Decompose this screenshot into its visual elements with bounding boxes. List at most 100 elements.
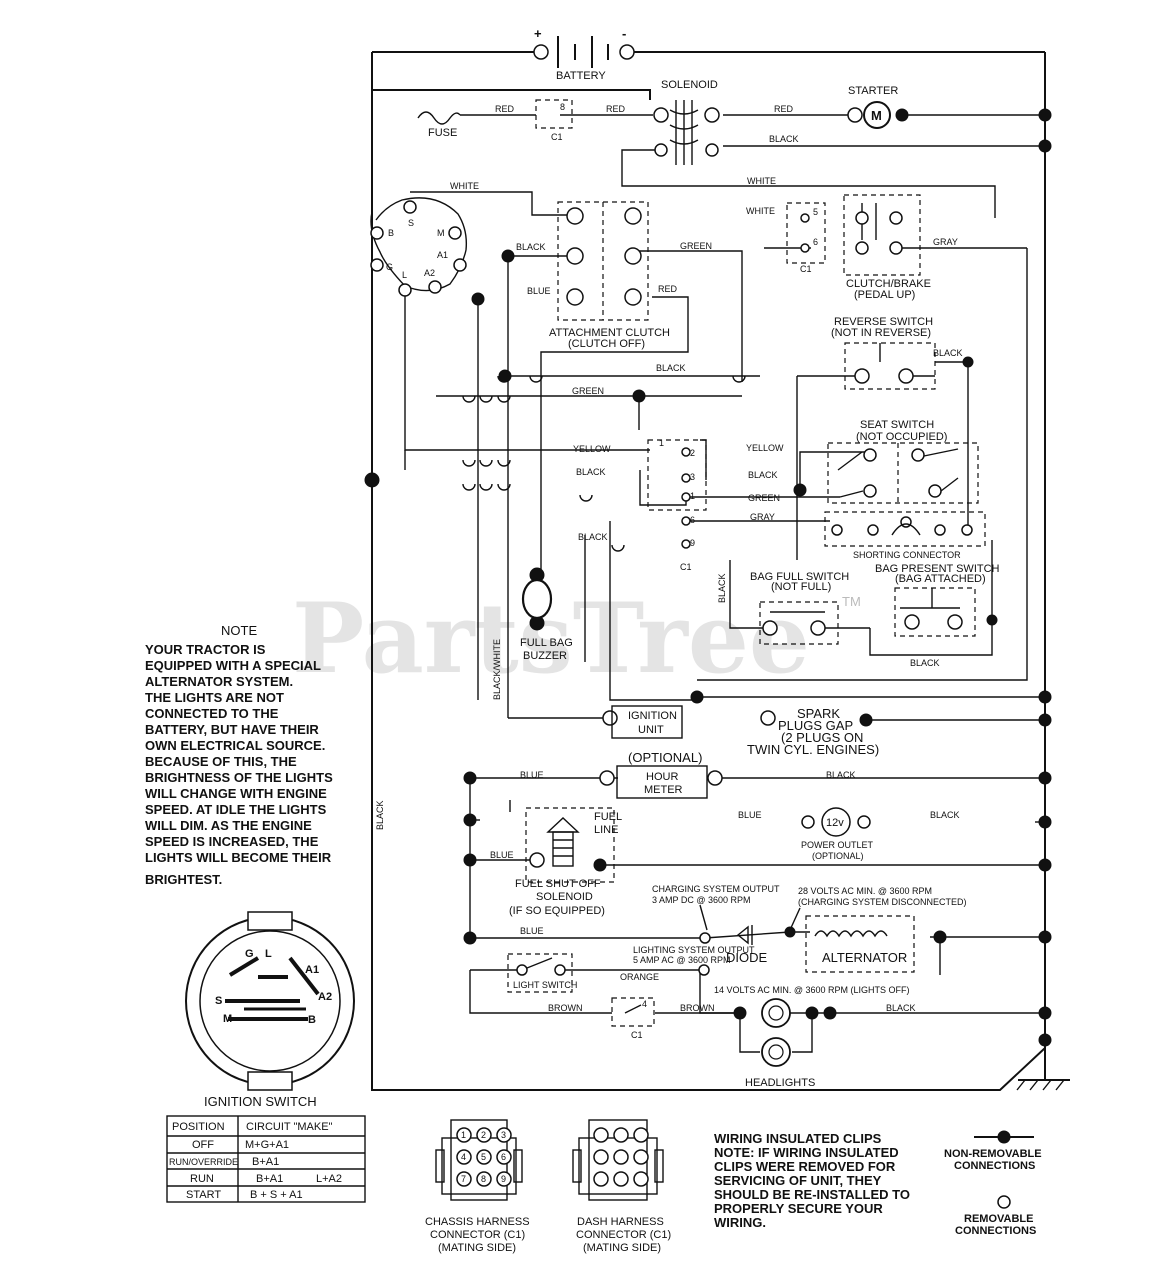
volts-14-label: 14 VOLTS AC MIN. @ 3600 RPM (LIGHTS OFF) bbox=[714, 985, 910, 995]
black-wire-label-4: BLACK bbox=[656, 363, 686, 373]
ign-l-label: L bbox=[402, 270, 407, 280]
clips-note: WIRING INSULATED CLIPS NOTE: IF WIRING I… bbox=[714, 1131, 910, 1230]
junction-nodes bbox=[364, 108, 1052, 1047]
clutch-brake-switch: GRAY CLUTCH/BRAKE (PEDAL UP) bbox=[843, 194, 958, 301]
ign-face-a1: A1 bbox=[305, 964, 319, 976]
pin-6-label: 6 bbox=[813, 237, 818, 247]
chassis-connector-label-1: CHASSIS HARNESS bbox=[425, 1216, 530, 1228]
full-bag-buzzer: FULL BAG BUZZER bbox=[520, 567, 573, 662]
seat-switch: SEAT SWITCH (NOT OCCUPIED) SHORTING CONN… bbox=[824, 419, 986, 560]
ignition-unit-label-1: IGNITION bbox=[628, 710, 677, 722]
charging-system: CHARGING SYSTEM OUTPUT 3 AMP DC @ 3600 R… bbox=[520, 884, 967, 944]
note-line-4: THE LIGHTS ARE NOT bbox=[145, 690, 284, 705]
fuel-line-1: FUEL bbox=[594, 811, 622, 823]
clips-note-line-6: PROPERLY SECURE YOUR bbox=[714, 1201, 883, 1216]
ignition-switch-title: IGNITION SWITCH bbox=[204, 1094, 317, 1109]
note-line-9: BRIGHTNESS OF THE LIGHTS bbox=[145, 770, 333, 785]
reverse-switch-state: (NOT IN REVERSE) bbox=[831, 327, 931, 339]
bag-present-switch: BAG PRESENT SWITCH (BAG ATTACHED) BLACK bbox=[875, 563, 1000, 668]
dash-connector-label-2: CONNECTOR (C1) bbox=[576, 1229, 671, 1241]
reverse-switch: REVERSE SWITCH (NOT IN REVERSE) BLACK bbox=[831, 316, 974, 390]
clutch-brake-label: CLUTCH/BRAKE bbox=[846, 278, 931, 290]
note-line-12: WILL DIM. AS THE ENGINE bbox=[145, 818, 312, 833]
fuse: FUSE RED bbox=[417, 104, 515, 139]
ignition-switch-table: POSITION CIRCUIT "MAKE" OFF M+G+A1 RUN/O… bbox=[166, 1115, 366, 1203]
reverse-switch-label: REVERSE SWITCH bbox=[834, 316, 933, 328]
seat-switch-state: (NOT OCCUPIED) bbox=[856, 431, 947, 443]
lighting-output-1: LIGHTING SYSTEM OUTPUT bbox=[633, 945, 755, 955]
chassis-pin-2: 2 bbox=[481, 1130, 486, 1140]
black-wire-label-9: BLACK bbox=[375, 800, 385, 830]
fuel-line-2: LINE bbox=[594, 824, 618, 836]
pin-5-label: 5 bbox=[813, 207, 818, 217]
ign-s-label: S bbox=[408, 218, 414, 228]
red-wire-label-4: RED bbox=[658, 284, 678, 294]
power-outlet-label-1: POWER OUTLET bbox=[801, 840, 874, 850]
orange-wire-label: ORANGE bbox=[620, 972, 659, 982]
dash-harness-connector: DASH HARNESS CONNECTOR (C1) (MATING SIDE… bbox=[572, 1119, 671, 1254]
pin-6-label-b: 6 bbox=[690, 515, 695, 525]
table-row-2-pos: RUN/OVERRIDE bbox=[169, 1157, 238, 1167]
c1-connector-5-6: 5 6 C1 WHITE bbox=[746, 202, 826, 274]
chassis-pin-8: 8 bbox=[481, 1174, 486, 1184]
ign-face-g: G bbox=[245, 948, 254, 960]
pin-1-label-b: 1 bbox=[690, 491, 695, 501]
gray-wire-label-1: GRAY bbox=[933, 237, 958, 247]
note-line-1: YOUR TRACTOR IS bbox=[145, 642, 266, 657]
alternator: ALTERNATOR bbox=[805, 915, 915, 973]
note-line-8: BECAUSE OF THIS, THE bbox=[145, 754, 297, 769]
chassis-connector-label-2: CONNECTOR (C1) bbox=[430, 1229, 525, 1241]
table-header-position: POSITION bbox=[172, 1121, 225, 1133]
spark-label-4: TWIN CYL. ENGINES) bbox=[747, 742, 879, 757]
ign-b-label: B bbox=[388, 228, 394, 238]
clips-note-line-7: WIRING. bbox=[714, 1215, 766, 1230]
legend-non-removable-1: NON-REMOVABLE bbox=[944, 1148, 1042, 1160]
c1-connector-8: 8 C1 RED bbox=[535, 99, 626, 142]
fuel-solenoid: FUEL LINE BLUE BLUE BLACK FUEL SHUT OFF … bbox=[490, 800, 960, 917]
clutch-brake-state: (PEDAL UP) bbox=[854, 289, 915, 301]
ign-face-a2: A2 bbox=[318, 991, 332, 1003]
ign-face-b: B bbox=[308, 1014, 316, 1026]
blue-wire-label-1: BLUE bbox=[527, 286, 551, 296]
legend-non-removable-2: CONNECTIONS bbox=[954, 1160, 1035, 1172]
hour-meter-label-1: HOUR bbox=[646, 771, 678, 783]
table-row-3-circ2: L+A2 bbox=[316, 1173, 342, 1185]
table-row-4-circ: B + S + A1 bbox=[250, 1189, 303, 1201]
ignition-unit-label-2: UNIT bbox=[638, 724, 664, 736]
bag-full-switch: BAG FULL SWITCH (NOT FULL) bbox=[750, 571, 849, 645]
clips-note-line-1: WIRING INSULATED CLIPS bbox=[714, 1131, 882, 1146]
shorting-connector-label: SHORTING CONNECTOR bbox=[853, 550, 961, 560]
clips-note-line-2: NOTE: IF WIRING INSULATED bbox=[714, 1145, 899, 1160]
charging-output-1: CHARGING SYSTEM OUTPUT bbox=[652, 884, 780, 894]
ign-m-label: M bbox=[437, 228, 445, 238]
light-switch-label: LIGHT SWITCH bbox=[513, 980, 577, 990]
black-wire-label-5: BLACK bbox=[576, 467, 606, 477]
ign-face-m: M bbox=[223, 1013, 232, 1025]
bag-present-switch-label: BAG PRESENT SWITCH bbox=[875, 563, 1000, 575]
battery-label: BATTERY bbox=[556, 70, 606, 82]
ignition-switch-face: G L A1 A2 S M B IGNITION SWITCH bbox=[185, 911, 355, 1109]
pin-3-label: 3 bbox=[690, 472, 695, 482]
hour-meter-label-2: METER bbox=[644, 784, 683, 796]
solenoid: SOLENOID RED BLACK WHITE bbox=[653, 79, 799, 186]
solenoid-label: SOLENOID bbox=[661, 79, 718, 91]
buzzer-label-1: FULL BAG bbox=[520, 637, 573, 649]
chassis-pin-4: 4 bbox=[461, 1152, 466, 1162]
buzzer-label-2: BUZZER bbox=[523, 650, 567, 662]
brown-wire-label-1: BROWN bbox=[548, 1003, 583, 1013]
green-wire-label-3: GREEN bbox=[748, 493, 780, 503]
bag-full-switch-state: (NOT FULL) bbox=[771, 581, 831, 593]
black-wire-label-11: BLACK bbox=[826, 770, 856, 780]
black-wire-label-6: BLACK bbox=[748, 470, 778, 480]
note-title: NOTE bbox=[221, 623, 257, 638]
watermark-trademark: TM bbox=[842, 594, 861, 609]
green-wire-label-2: GREEN bbox=[572, 386, 604, 396]
c1-label-4: C1 bbox=[631, 1030, 643, 1040]
note-block: NOTE YOUR TRACTOR IS EQUIPPED WITH A SPE… bbox=[145, 623, 333, 887]
note-line-2: EQUIPPED WITH A SPECIAL bbox=[145, 658, 321, 673]
white-wire-label-1: WHITE bbox=[747, 176, 776, 186]
blue-wire-label-3: BLUE bbox=[490, 850, 514, 860]
red-wire-label-3: RED bbox=[774, 104, 794, 114]
legend-removable-2: CONNECTIONS bbox=[955, 1225, 1036, 1237]
